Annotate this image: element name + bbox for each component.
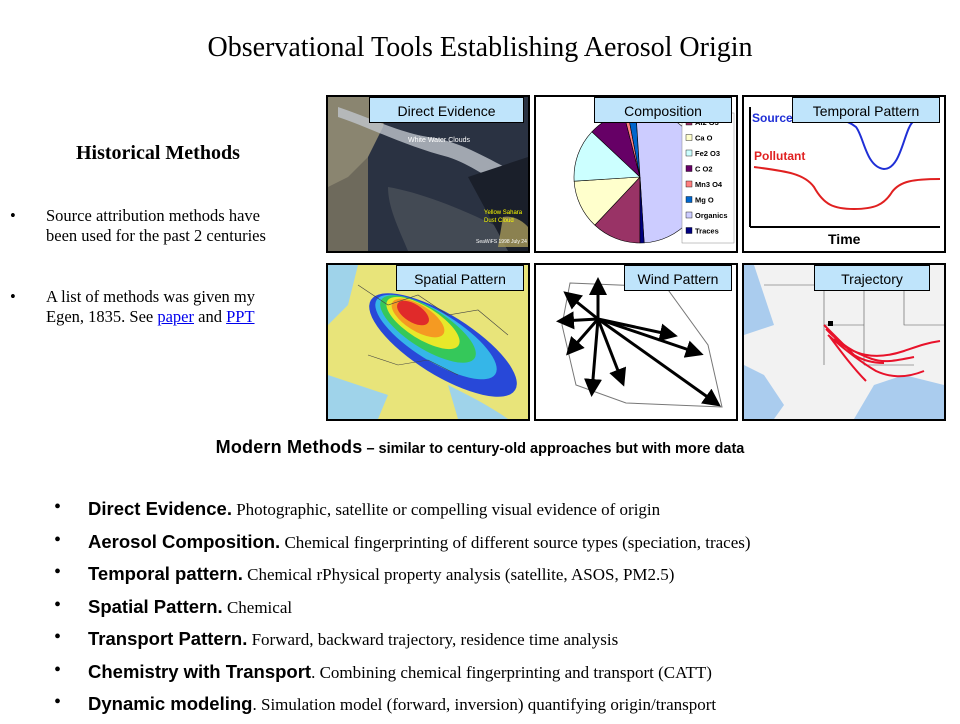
list-item: • Dynamic modeling. Simulation model (for…	[54, 691, 954, 724]
legend-label: Traces	[695, 227, 719, 236]
list-item: • Chemistry with Transport. Combining che…	[54, 659, 954, 692]
panel-direct-evidence: Direct Evidence White Water Clouds Yello…	[326, 95, 530, 253]
item-description: Chemical rPhysical property analysis (sa…	[242, 565, 675, 584]
panel-wind-pattern: Wind Pattern	[534, 263, 738, 421]
item-description: . Combining chemical fingerprinting and …	[311, 662, 712, 682]
legend-swatch	[685, 180, 693, 188]
item-description: Chemical	[222, 597, 293, 617]
ppt-link[interactable]: PPT	[226, 307, 255, 326]
panel-spatial-pattern: Spatial Pattern	[326, 263, 530, 421]
legend-swatch	[685, 211, 693, 219]
legend-label: Mg O	[695, 196, 714, 205]
cloud-annotation: White Water Clouds	[408, 137, 470, 144]
panel-label: Composition	[594, 97, 732, 123]
item-title: Chemistry with Transport	[88, 660, 312, 682]
legend-label: Organics	[695, 211, 728, 220]
modern-heading-sub: – similar to century-old approaches but …	[362, 441, 745, 457]
dust-annotation-1: Yellow Sahara	[484, 210, 523, 216]
bullet-dot: •	[54, 691, 62, 713]
panel-temporal-pattern: Source Pollutant Time Temporal Pattern	[742, 95, 946, 253]
list-item: • Spatial Pattern. Chemical	[54, 594, 954, 627]
satellite-stamp: SeaWiFS 1998 July 24	[476, 239, 527, 245]
item-title: Aerosol Composition.	[88, 530, 281, 552]
legend-swatch	[685, 196, 693, 203]
slide-title: Observational Tools Establishing Aerosol…	[207, 32, 753, 63]
panel-label: Wind Pattern	[624, 265, 732, 291]
panel-label: Direct Evidence	[369, 97, 524, 123]
bullet-dot: •	[54, 626, 62, 648]
item-description: . Simulation model (forward, inversion) …	[252, 695, 717, 714]
item-title: Spatial Pattern.	[88, 595, 223, 617]
list-item: • Transport Pattern. Forward, backward tr…	[54, 626, 954, 659]
item-title: Temporal pattern.	[88, 563, 243, 584]
pollutant-label: Pollutant	[754, 149, 806, 163]
legend-swatch	[685, 149, 693, 157]
item-title: Direct Evidence.	[88, 498, 232, 519]
source-label: Source	[752, 111, 793, 125]
bullet-dot: •	[54, 658, 62, 681]
legend-label: Mn3 O4	[695, 180, 723, 189]
pollutant-line	[753, 166, 941, 211]
pie-slice	[639, 176, 645, 244]
bullet-text: Source attribution methods have	[46, 206, 260, 225]
legend-swatch	[685, 134, 693, 141]
bullet-dot: •	[54, 593, 62, 616]
time-axis-label: Time	[828, 231, 861, 247]
legend-swatch	[685, 227, 693, 234]
bullet-text-links: Egen, 1835. See paper and PPT	[46, 307, 255, 327]
item-title: Transport Pattern.	[88, 628, 248, 649]
bullet-text-prefix: Egen, 1835. See	[46, 307, 158, 326]
item-description: Photographic, satellite or compelling vi…	[231, 500, 661, 519]
historical-heading: Historical Methods	[76, 142, 240, 164]
panel-label: Spatial Pattern	[396, 265, 524, 291]
and-text: and	[194, 307, 227, 326]
legend-swatch	[685, 165, 693, 172]
panel-label: Temporal Pattern	[792, 97, 940, 123]
legend-label: C O2	[695, 165, 713, 174]
panel-label: Trajectory	[814, 265, 930, 291]
paper-link[interactable]: paper	[157, 307, 195, 326]
modern-methods-heading: Modern Methods – similar to century-old …	[0, 437, 960, 459]
list-item: • Aerosol Composition. Chemical fingerpri…	[54, 529, 954, 562]
panel-trajectory: Trajectory	[742, 263, 946, 421]
item-title: Dynamic modeling	[88, 693, 253, 714]
historical-bullet-1: • Source attribution methods have been u…	[10, 206, 328, 250]
bullet-dot: •	[54, 561, 62, 583]
modern-methods-list: • Direct Evidence. Photographic, satellit…	[54, 496, 954, 724]
bullet-text: been used for the past 2 centuries	[46, 226, 266, 245]
bullet-dot: •	[10, 287, 16, 306]
bullet-text: A list of methods was given my	[46, 287, 255, 306]
legend-label: Ca O	[695, 134, 713, 143]
dust-annotation-2: Dust Cloud	[484, 218, 514, 224]
item-description: Forward, backward trajectory, residence …	[247, 630, 619, 649]
modern-heading-main: Modern Methods	[215, 437, 363, 457]
bullet-dot: •	[10, 206, 16, 225]
bullet-dot: •	[54, 528, 62, 551]
legend-label: Fe2 O3	[695, 149, 720, 158]
list-item: • Temporal pattern. Chemical rPhysical pr…	[54, 561, 954, 594]
historical-bullet-2: • A list of methods was given my Egen, 1…	[10, 287, 328, 331]
bullet-dot: •	[54, 496, 62, 518]
item-description: Chemical fingerprinting of different sou…	[280, 532, 751, 552]
list-item: • Direct Evidence. Photographic, satellit…	[54, 496, 954, 529]
